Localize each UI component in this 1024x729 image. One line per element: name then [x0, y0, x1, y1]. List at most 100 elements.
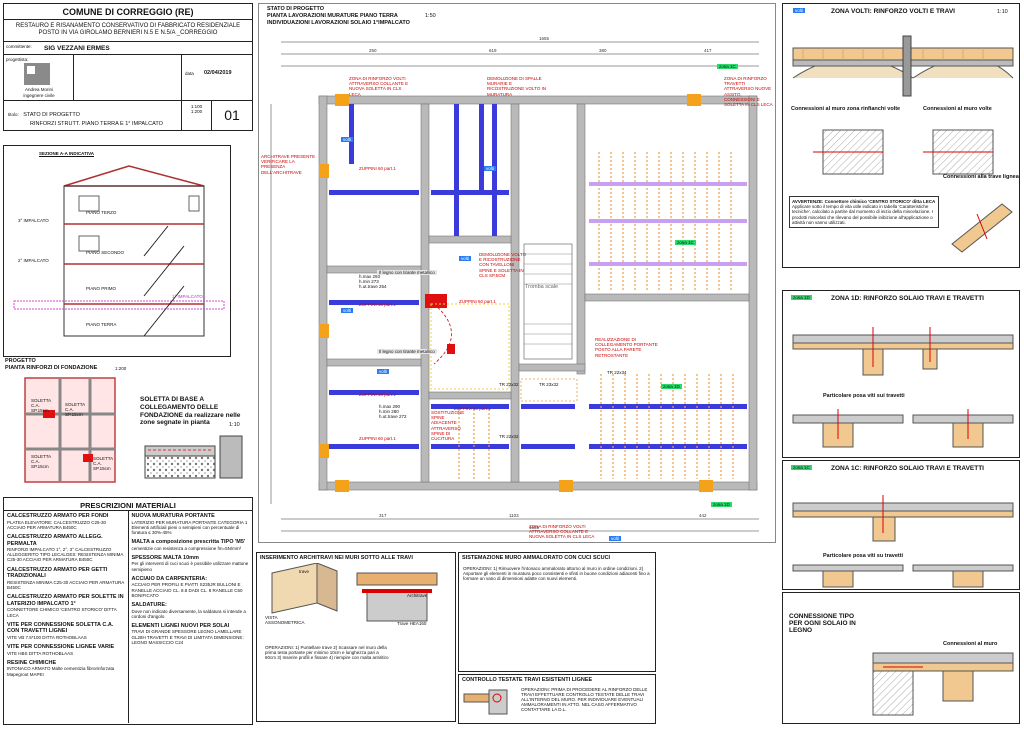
red-note: DEMOLIZIONE VOLTO E RICOSTRUZIONE CON TA… — [479, 252, 527, 278]
red-note: REALIZZAZIONE DI COLLEGAMENTO PORTANTE P… — [595, 337, 658, 358]
title-line-1: STATO DI PROGETTO — [23, 112, 80, 118]
connessione-title: CONNESSIONE TIPO PER OGNI SOLAIO IN LEGN… — [789, 613, 856, 634]
sistemazione-panel: SISTEMAZIONE MURO AMMALORATO CON CUCI SC… — [458, 552, 656, 672]
material-item: ACCIAIO DA CARPENTERIA: ACCIAIO PER PROF… — [131, 575, 243, 598]
room-tag-zona-1d: zona 1D — [711, 502, 732, 507]
volti-scale: 1:10 — [997, 9, 1008, 15]
architravi-label: Architrave — [407, 593, 428, 598]
sistemazione-title: SISTEMAZIONE MURO AMMALORATO CON CUCI SC… — [462, 555, 611, 561]
svg-text:1655: 1655 — [529, 525, 540, 530]
section-label-2-impalcato: 2° IMPALCATO — [18, 258, 49, 263]
controllo-title: CONTROLLO TESTATE TRAVI ESISTENTI LIGNEE — [462, 677, 593, 683]
foundation-detail-scale: 1:10 — [229, 422, 240, 428]
section-label-piano-terzo: PIANO TERZO — [86, 210, 117, 215]
room-tag-volti: volti — [341, 137, 354, 142]
material-item: SALDATURE: Dove non indicato diversament… — [131, 601, 246, 619]
room-tag-volti: volti — [484, 166, 497, 171]
connessione-drawing — [872, 652, 1014, 716]
section-title: SEZIONE A-A INDICATIVA — [39, 151, 94, 156]
foundation-panel: PROGETTO PIANTA RINFORZI DI FONDAZIONE 1… — [3, 358, 253, 486]
svg-text:1655: 1655 — [539, 36, 550, 41]
material-item: CALCESTRUZZO ARMATO ALLEGG. PERMALTA RIN… — [7, 533, 124, 563]
stair-label: Tromba scale — [525, 284, 559, 290]
beam-label: ZUPPINI 60 part.1 — [359, 392, 396, 397]
svg-text:317: 317 — [379, 513, 387, 518]
conn-trave-title: Connessioni alla trave lignea — [943, 174, 1019, 180]
controllo-body: OPERAZIONI: PRIMA DI PROCEDERE AL RINFOR… — [521, 686, 648, 713]
foundation-detail-drawing — [144, 435, 243, 479]
beam-label: ZUPPINI 60 part.1 — [359, 166, 396, 171]
zona1c-tag: zona 1C — [791, 465, 812, 470]
tr-label: TR 22x32 — [499, 382, 519, 387]
beam-label: ZUPPINI 60 part.1 — [359, 302, 396, 307]
volti-title: ZONA VOLTI: RINFORZO VOLTI E TRAVI — [831, 8, 955, 15]
foundation-scale: 1:200 — [115, 366, 127, 371]
foundation-slab-1: SOLETTA C.A. SP.15cm — [31, 398, 51, 414]
architravi-label: Trave HEA160 — [397, 621, 427, 626]
material-item: ELEMENTI LIGNEI NUOVI PER SOLAI TRAVI DI… — [131, 622, 244, 645]
architravi-label: VISTA ASSONOMETRICA — [265, 615, 305, 626]
room-tag-volti: volti — [341, 308, 354, 313]
material-item: MALTA a composizione prescritta TIPO 'M5… — [131, 539, 246, 551]
date-label: data — [185, 71, 194, 76]
beam-label: ZUPPINI 60 part.1 — [459, 299, 496, 304]
svg-text:380: 380 — [599, 48, 607, 53]
material-item: RESINE CHIMICHE INTONACO ARMATO Malte ce… — [7, 659, 115, 677]
red-note: ZONA DI RINFORZO VOLTI ATTRAVERSO COLLAN… — [529, 524, 595, 540]
foundation-slab-3: SOLETTA C.A. SP.15cm — [31, 454, 51, 470]
scale-2: 1:200 — [190, 109, 203, 115]
controllo-drawing — [463, 689, 508, 715]
material-item: SPESSORE MALTA 10mm Per gli interventi d… — [131, 554, 249, 572]
red-note: ARCHITRAVE PRESENTE VERIFICARE LA PRESEN… — [261, 154, 316, 175]
sheet-number: 01 — [224, 107, 240, 123]
material-item: VITE PER CONNESSIONE SOLETTA C.A. CON TR… — [7, 621, 114, 640]
zona1c-drawing — [792, 495, 1014, 542]
zona1d-tag: zona 1D — [791, 295, 812, 300]
zona1c-screw-drawing — [792, 564, 1014, 588]
measurement-group: h.max 290 h.min 280 h.ut.trave 272 — [379, 404, 407, 420]
beam-label: ZUPPINI 60 part.1 — [454, 406, 491, 411]
connessione-subtitle: Connessioni al muro — [943, 641, 998, 647]
section-label-piano-primo: PIANO PRIMO — [86, 286, 117, 291]
section-label-piano-terra: PIANO TERRA — [86, 322, 117, 327]
avvertenze-body: Applicare sotto il tempo di vita utile i… — [792, 204, 933, 225]
volti-section-drawing — [792, 35, 1014, 97]
date-value: 02/04/2019 — [204, 70, 232, 76]
committente-name: SIG VEZZANI ERMES — [44, 45, 110, 52]
zona1c-panel: zona 1C ZONA 1C: RINFORZO SOLAIO TRAVI E… — [782, 460, 1020, 590]
zona1d-panel: zona 1D ZONA 1D: RINFORZO SOLAIO TRAVI E… — [782, 290, 1020, 458]
foundation-slab-2: SOLETTA C.A. SP.15cm — [65, 402, 85, 418]
plan-header-1: STATO DI PROGETTO — [267, 6, 325, 12]
plan-header-3: INDIVIDUAZIONI LAVORAZIONI SOLAIO 1°IMPA… — [267, 20, 410, 26]
engineer-logo — [24, 63, 50, 85]
materials-panel: PRESCRIZIONI MATERIALI CALCESTRUZZO ARMA… — [3, 497, 253, 725]
zona1d-subtitle: Particolare posa viti sui travetti — [823, 393, 905, 399]
engineer-role: ingegnere civile — [23, 93, 55, 98]
svg-text:442: 442 — [699, 513, 707, 518]
materials-title: PRESCRIZIONI MATERIALI — [4, 498, 252, 511]
avvertenze-title: AVVERTENZE: Connettore chimico 'CENTRO S… — [792, 199, 936, 204]
volti-detail-panel: volti ZONA VOLTI: RINFORZO VOLTI E TRAVI… — [782, 3, 1020, 268]
foundation-subtitle: PIANTA RINFORZI DI FONDAZIONE — [5, 365, 98, 371]
room-tag-volti: volti — [459, 256, 472, 261]
material-item: NUOVA MURATURA PORTANTE LATERIZIO PER MU… — [131, 513, 248, 535]
material-item: CALCESTRUZZO ARMATO PER SOLETTE IN LATER… — [7, 594, 124, 618]
avvertenze-box: AVVERTENZE: Connettore chimico 'CENTRO S… — [789, 196, 939, 228]
tr-label: TR 22x34 — [607, 370, 627, 375]
red-note: ZONA DI RINFORZO TRAVETTI ATTRAVERSO NUO… — [724, 76, 773, 107]
project-description: RESTAURO E RISANAMENTO CONSERVATIVO DI F… — [4, 20, 252, 42]
gray-annotation: Il legno con tirante metallico — [377, 349, 437, 355]
room-tag-zona-1c: zona 1C — [717, 64, 738, 69]
section-drawing — [13, 165, 225, 337]
architravi-drawing — [271, 563, 438, 622]
scale-1: 1:100 — [190, 104, 203, 109]
svg-text:1103: 1103 — [509, 513, 519, 518]
zone-tag-volti: volti — [793, 8, 806, 13]
gray-annotation: Il legno con tirante metallico — [377, 270, 437, 276]
foundation-detail-title: SOLETTA DI BASE A COLLEGAMENTO DELLE FON… — [140, 396, 241, 427]
architravi-title: INSERIMENTO ARCHITRAVI NEI MURI SOTTO AL… — [260, 555, 413, 561]
beam-label: ZUPPINI 60 part.1 — [359, 436, 396, 441]
client-name: COMUNE DI CORREGGIO (RE) — [4, 4, 252, 20]
connessione-panel: CONNESSIONE TIPO PER OGNI SOLAIO IN LEGN… — [782, 592, 1020, 724]
trave-conn-drawing — [951, 203, 1013, 253]
